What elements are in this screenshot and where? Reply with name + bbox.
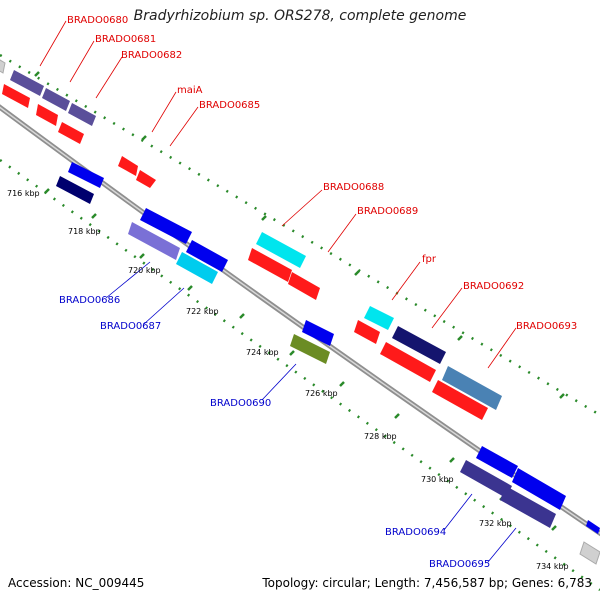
tick-label-734: 734 kbp [536, 562, 569, 571]
gene-arrow-brado0689[interactable] [288, 272, 320, 300]
gene-arrow-red-fpr[interactable] [354, 320, 380, 344]
tick-label-730: 730 kbp [421, 475, 454, 484]
gene-label-brado0692[interactable]: BRADO0692 [463, 281, 524, 292]
gene-arrow-blue-730[interactable] [476, 446, 518, 478]
tick-label-718: 718 kbp [68, 227, 101, 236]
gene-arrow-blue-end[interactable] [586, 520, 600, 534]
tick-label-group: 716 kbp 718 kbp 720 kbp 722 kbp 724 kbp … [7, 189, 569, 571]
gene-arrow-grey-end[interactable] [579, 541, 600, 565]
gene-arrow-blue-722[interactable] [186, 240, 228, 272]
tick-label-716: 716 kbp [7, 189, 40, 198]
gene-arrow-brado0690[interactable] [290, 334, 330, 364]
gene-arrow-brado0681[interactable] [42, 88, 70, 111]
gene-label-brado0694[interactable]: BRADO0694 [385, 527, 446, 538]
accession-label: Accession: NC_009445 [8, 576, 145, 590]
gene-label-brado0693[interactable]: BRADO0693 [516, 321, 577, 332]
gene-label-brado0695[interactable]: BRADO0695 [429, 559, 490, 570]
gene-arrow-navy-692[interactable] [392, 326, 446, 364]
gene-arrow-blue-724[interactable] [302, 320, 334, 346]
inner-tick-marks [44, 188, 557, 531]
gene-label-brado0690[interactable]: BRADO0690 [210, 398, 271, 409]
gene-label-brado0681[interactable]: BRADO0681 [95, 34, 156, 45]
gene-arrow-blue-732[interactable] [512, 468, 566, 510]
tick-label-732: 732 kbp [479, 519, 512, 528]
gene-arrow-grey-start[interactable] [0, 57, 6, 74]
gene-label-brado0685[interactable]: BRADO0685 [199, 100, 260, 111]
topology-label: Topology: circular; Length: 7,456,587 bp… [262, 576, 592, 590]
tick-label-724: 724 kbp [246, 348, 279, 357]
gene-arrow-brado0680[interactable] [10, 70, 44, 96]
gene-label-brado0686[interactable]: BRADO0686 [59, 295, 120, 306]
gene-arrow-brado0682[interactable] [68, 103, 96, 126]
outer-dotted-track [0, 53, 600, 417]
gene-arrow-brado0686[interactable] [128, 222, 180, 260]
gene-arrow-brado0692[interactable] [380, 342, 436, 382]
gene-arrow-fpr[interactable] [364, 306, 394, 330]
gene-arrow-blue-716[interactable] [68, 162, 104, 188]
tick-label-726: 726 kbp [305, 389, 338, 398]
gene-arrow-brado0688[interactable] [256, 232, 306, 268]
gene-label-maia[interactable]: maiA [177, 85, 203, 96]
gene-label-brado0682[interactable]: BRADO0682 [121, 50, 182, 61]
tick-label-728: 728 kbp [364, 432, 397, 441]
map-title: Bradyrhizobium sp. ORS278, complete geno… [133, 8, 467, 24]
gene-label-fpr[interactable]: fpr [422, 254, 437, 265]
gene-arrow-brado0695[interactable] [500, 486, 556, 528]
gene-arrow-red-693[interactable] [432, 380, 488, 420]
gene-arrow-navy-716[interactable] [56, 176, 94, 204]
gene-arrow-red-2[interactable] [36, 104, 58, 126]
gene-arrow-blue-720[interactable] [140, 208, 192, 244]
gene-arrow-red-688[interactable] [248, 248, 292, 282]
gene-arrow-red-3[interactable] [58, 122, 84, 144]
gene-label-group: BRADO0680 BRADO0681 BRADO0682 maiA BRADO… [59, 15, 577, 570]
gene-arrow-brado0694[interactable] [460, 460, 512, 498]
gene-label-brado0687[interactable]: BRADO0687 [100, 321, 161, 332]
gene-label-brado0689[interactable]: BRADO0689 [357, 206, 418, 217]
gene-label-brado0688[interactable]: BRADO0688 [323, 182, 384, 193]
gene-arrow-brado0685[interactable] [136, 170, 156, 188]
gene-arrow-red-1[interactable] [2, 84, 30, 108]
gene-arrows[interactable] [0, 57, 600, 565]
gene-arrow-brado0693[interactable] [442, 366, 502, 410]
gene-arrow-brado0687[interactable] [176, 252, 218, 284]
gene-label-brado0680[interactable]: BRADO0680 [67, 15, 128, 26]
outer-tick-marks [34, 71, 565, 399]
leader-lines [39, 20, 517, 563]
gene-arrow-maia[interactable] [118, 156, 138, 176]
tick-label-720: 720 kbp [128, 266, 161, 275]
tick-label-722: 722 kbp [186, 307, 219, 316]
